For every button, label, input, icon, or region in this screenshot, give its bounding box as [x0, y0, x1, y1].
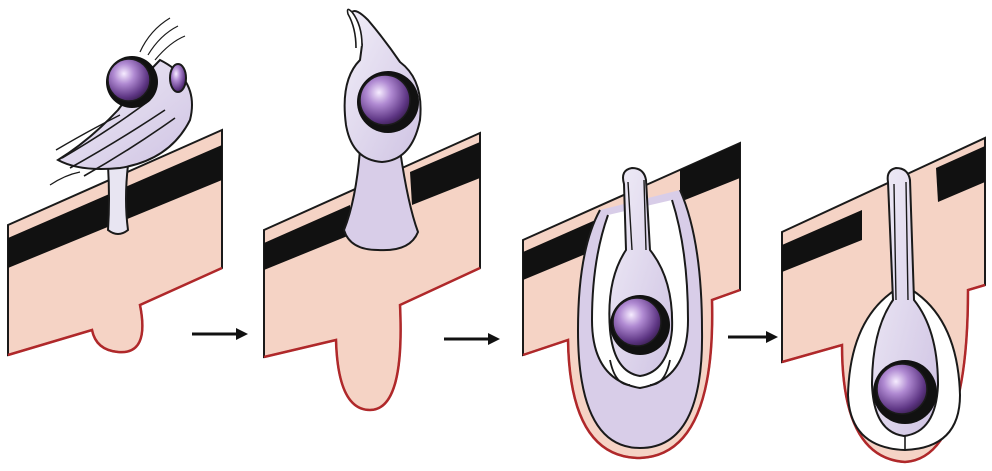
stage-2 — [264, 9, 480, 410]
arrow-2 — [444, 333, 500, 345]
flagella-1 — [140, 18, 170, 52]
flagella-4 — [50, 172, 80, 185]
nucleus-core — [360, 75, 410, 125]
stage-4 — [782, 138, 985, 462]
nucleus-core — [613, 298, 661, 346]
stage-1 — [8, 18, 222, 355]
side-bleb — [170, 64, 186, 92]
arrow-1 — [192, 328, 248, 340]
stage-3 — [523, 143, 740, 458]
germ-tube — [108, 165, 128, 234]
nucleus-core — [877, 364, 927, 414]
arrow-3 — [728, 331, 778, 343]
nucleus-core — [108, 59, 150, 101]
